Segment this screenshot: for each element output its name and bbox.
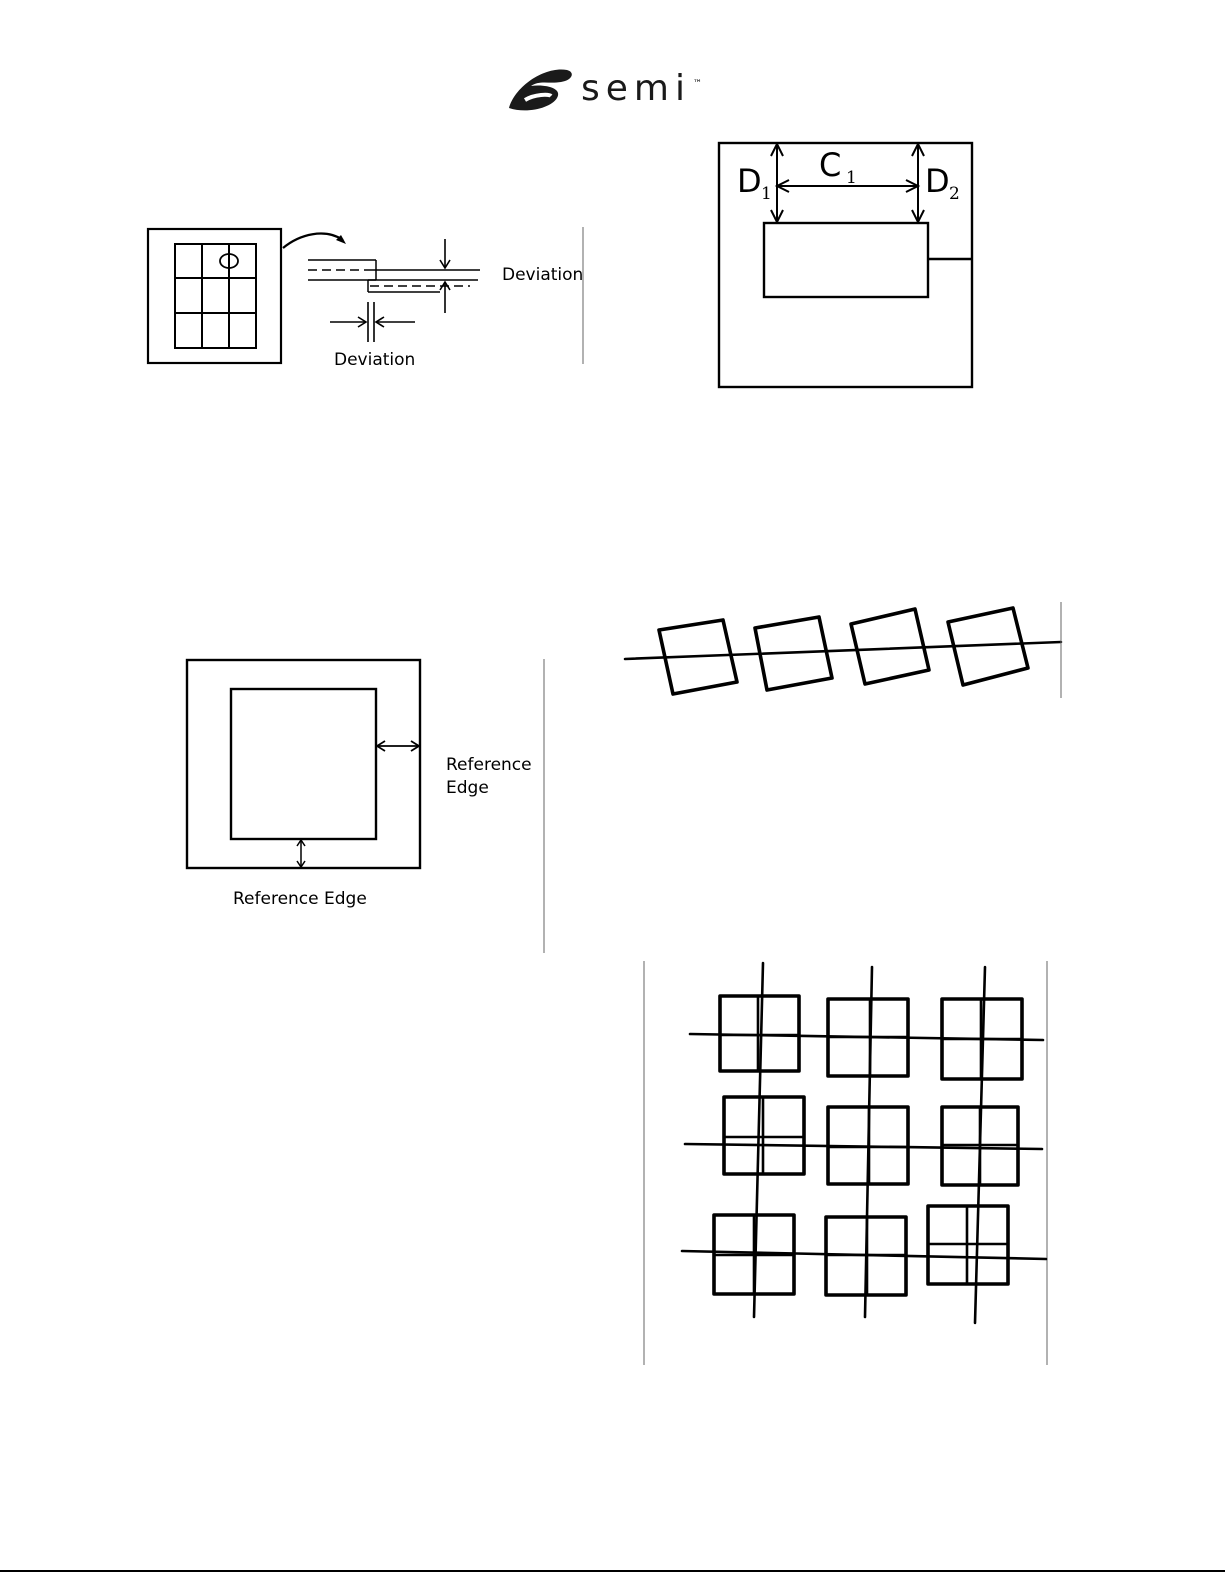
grid-line-vertical-2 (865, 967, 872, 1317)
d2-label: D 2 (925, 162, 960, 204)
right-edge-arrow (377, 741, 419, 751)
figure-die-grid (640, 955, 1055, 1370)
deviation-label-vertical: Deviation (502, 265, 583, 285)
d1-label: D 1 (737, 162, 772, 204)
semi-logo: semi ™ (505, 58, 715, 120)
c1-label: C 1 (819, 146, 857, 188)
figure-rotated-dies (615, 598, 1070, 708)
figure-deviation: Deviation Deviation (140, 222, 590, 372)
callout-arrow (283, 234, 343, 248)
die-grid (175, 244, 256, 348)
svg-text:D: D (925, 162, 950, 200)
semi-swoosh-icon (509, 69, 572, 110)
die-square (928, 1206, 1008, 1284)
pattern-rect (764, 223, 928, 297)
logo-wordmark: semi (581, 68, 691, 109)
bottom-edge-arrow (297, 840, 305, 867)
substrate-outline (187, 660, 420, 868)
reference-edge-label-right-1: Reference (446, 755, 532, 775)
svg-text:1: 1 (761, 184, 772, 204)
die-square (724, 1097, 804, 1174)
pattern-rect (231, 689, 376, 839)
horizontal-deviation-arrows (330, 302, 415, 342)
alignment-line (625, 642, 1061, 659)
substrate-outline (148, 229, 281, 363)
svg-text:D: D (737, 162, 762, 200)
deviation-label-horizontal: Deviation (334, 350, 415, 370)
footer-rule (0, 1570, 1225, 1572)
grid-line-horizontal-1 (690, 1034, 1043, 1040)
svg-text:C: C (819, 146, 841, 184)
reference-edge-label-right-2: Edge (446, 778, 489, 798)
trademark-symbol: ™ (693, 79, 702, 89)
reference-edge-label-bottom: Reference Edge (233, 889, 367, 909)
figure-d1-c1-d2: D 1 C 1 D 2 (715, 138, 980, 392)
svg-text:1: 1 (846, 168, 857, 188)
figure-reference-edge: Reference Edge Reference Edge (180, 655, 555, 955)
deviation-detail (308, 260, 480, 292)
vertical-deviation-arrows (440, 239, 450, 313)
svg-text:2: 2 (949, 184, 960, 204)
